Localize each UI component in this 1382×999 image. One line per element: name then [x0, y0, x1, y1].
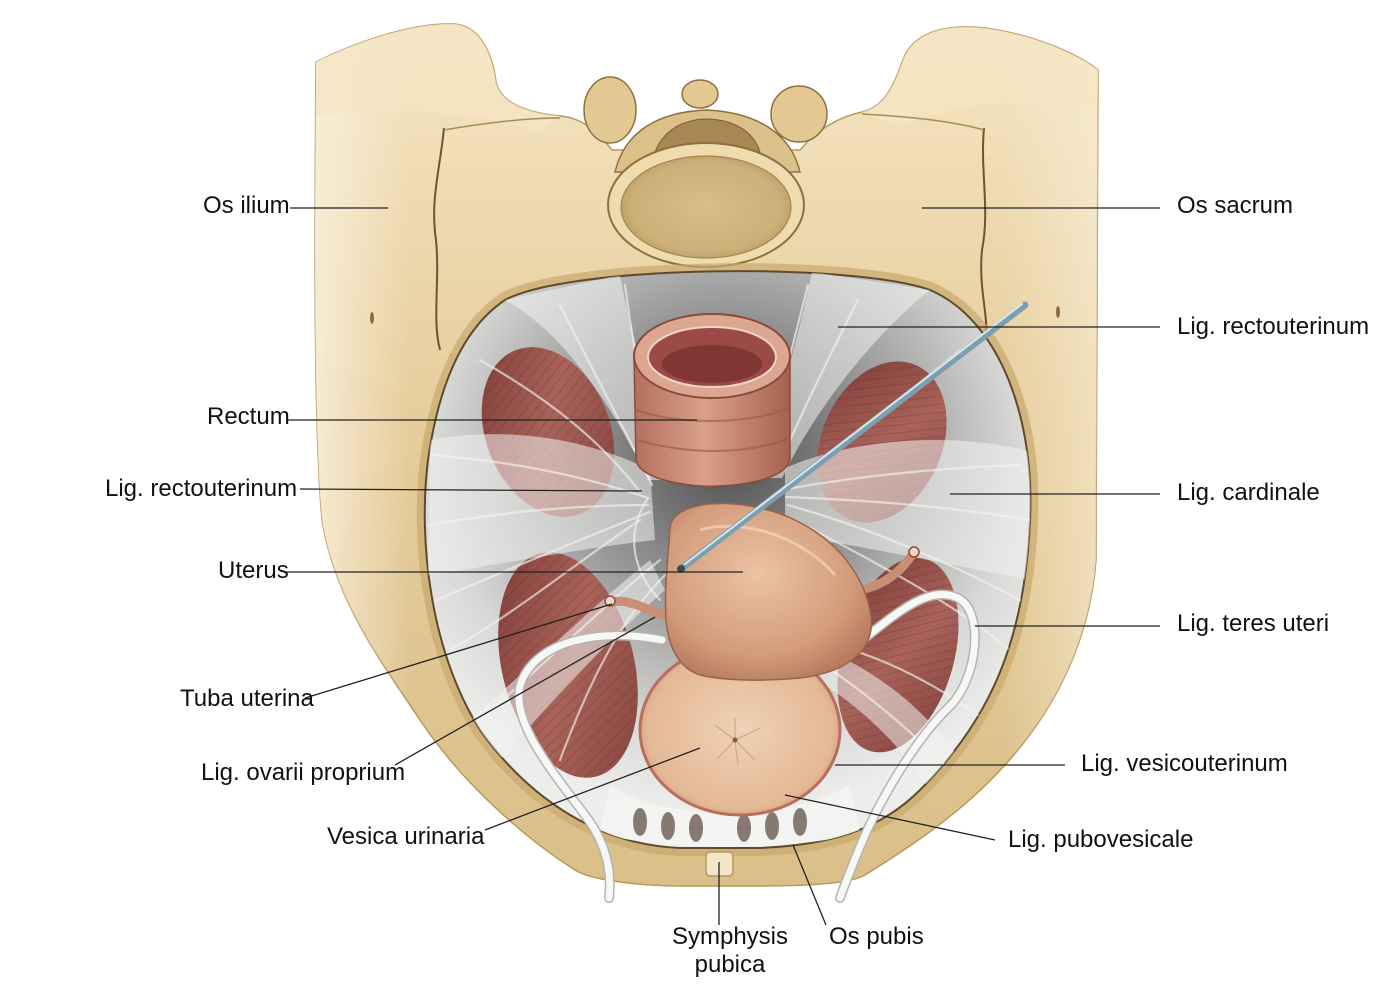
spinous-process: [681, 79, 719, 109]
leader-vesica-urinaria: [484, 747, 701, 831]
label-os-pubis: Os pubis: [829, 923, 924, 950]
label-lig-pubovesicale: Lig. pubovesicale: [1008, 826, 1193, 853]
label-uterus: Uterus: [218, 557, 289, 584]
label-lig-rectouterinum-left: Lig. rectouterinum: [105, 475, 297, 502]
left-articular-process: [583, 76, 637, 144]
ligament-gap: [737, 814, 751, 842]
labels: Os ilium Os sacrum Lig. rectouterinum Re…: [105, 192, 1369, 978]
uterine-tube-right-opening: [908, 546, 920, 558]
fiber: [784, 495, 1031, 522]
left-iliac-crest: [316, 23, 560, 132]
pubovesical-gaps: [633, 808, 807, 842]
leader-lines: [285, 207, 1160, 926]
spinal-canal: [654, 118, 761, 153]
fiber: [478, 358, 642, 494]
rectum-lumen-shadow: [662, 345, 762, 383]
fiber: [793, 518, 1012, 652]
nutrient-foramen-right: [1056, 306, 1060, 318]
pelvic-floor-contents: [426, 272, 1031, 847]
nutrient-foramen-left: [370, 312, 374, 324]
leader-lig-pubovesicale: [784, 794, 996, 841]
label-lig-vesicouterinum: Lig. vesicouterinum: [1081, 750, 1288, 777]
right-iliac-crest: [862, 26, 1098, 126]
rectouterine-ligament-right: [760, 272, 930, 478]
label-os-sacrum: Os sacrum: [1177, 192, 1293, 219]
label-tuba-uterina: Tuba uterina: [180, 685, 315, 712]
cardinal-ligament-left: [428, 434, 655, 575]
ligament-gap: [661, 812, 675, 840]
left-sacroiliac-joint-line: [433, 127, 445, 351]
label-vesica-urinaria: Vesica urinaria: [327, 823, 485, 850]
uterine-tube-left: [607, 596, 673, 621]
fiber: [780, 463, 1022, 492]
label-lig-rectouterinum-right: Lig. rectouterinum: [1177, 313, 1369, 340]
ligament-gap: [633, 808, 647, 836]
leader-lig-rectouterinum-left: [299, 488, 643, 492]
uterus: [604, 502, 920, 681]
rectum-fold: [635, 407, 791, 422]
round-ligament-left: [515, 632, 666, 902]
label-lig-cardinale: Lig. cardinale: [1177, 479, 1320, 506]
rectum: [633, 313, 791, 488]
probe: [677, 301, 1029, 573]
fiber: [448, 518, 642, 652]
label-symphysis-pubica-line2: pubica: [695, 951, 766, 978]
fiber: [434, 510, 652, 602]
vertebral-body: [620, 155, 792, 259]
fiber: [558, 573, 667, 762]
label-rectum: Rectum: [207, 403, 290, 430]
uterine-tube-left-opening: [604, 595, 616, 607]
bladder-dimple: [732, 737, 738, 743]
leader-os-pubis: [792, 844, 827, 926]
round-ligament-right: [836, 591, 979, 902]
probe-shaft: [678, 301, 1029, 572]
sacrum-upper-edge: [443, 113, 985, 131]
fiber: [786, 503, 1022, 602]
label-symphysis-pubica-line1: Symphysis: [672, 923, 788, 950]
cardinal-ligament-right: [785, 440, 1031, 580]
leader-tuba-uterina: [304, 603, 613, 699]
bladder-mucosa-folds: [714, 718, 761, 766]
right-articular-process: [770, 85, 828, 143]
uterus-highlight: [699, 524, 837, 576]
probe-tip: [677, 565, 685, 573]
leader-lig-ovarii-proprium: [394, 616, 656, 766]
label-lig-teres-uteri: Lig. teres uteri: [1177, 610, 1329, 637]
ligament-gap: [689, 814, 703, 842]
fiber: [426, 503, 650, 527]
label-os-ilium: Os ilium: [203, 192, 290, 219]
probe-shine: [684, 303, 1023, 565]
rectum-fold: [636, 437, 791, 452]
round-ligaments: [513, 589, 980, 903]
uterine-tube-right: [855, 550, 917, 595]
right-sacroiliac-joint-line: [980, 127, 988, 341]
fiber: [633, 496, 662, 602]
ligament-gap: [793, 808, 807, 836]
ligament-gap: [765, 812, 779, 840]
label-lig-ovarii-proprium: Lig. ovarii proprium: [201, 759, 405, 786]
